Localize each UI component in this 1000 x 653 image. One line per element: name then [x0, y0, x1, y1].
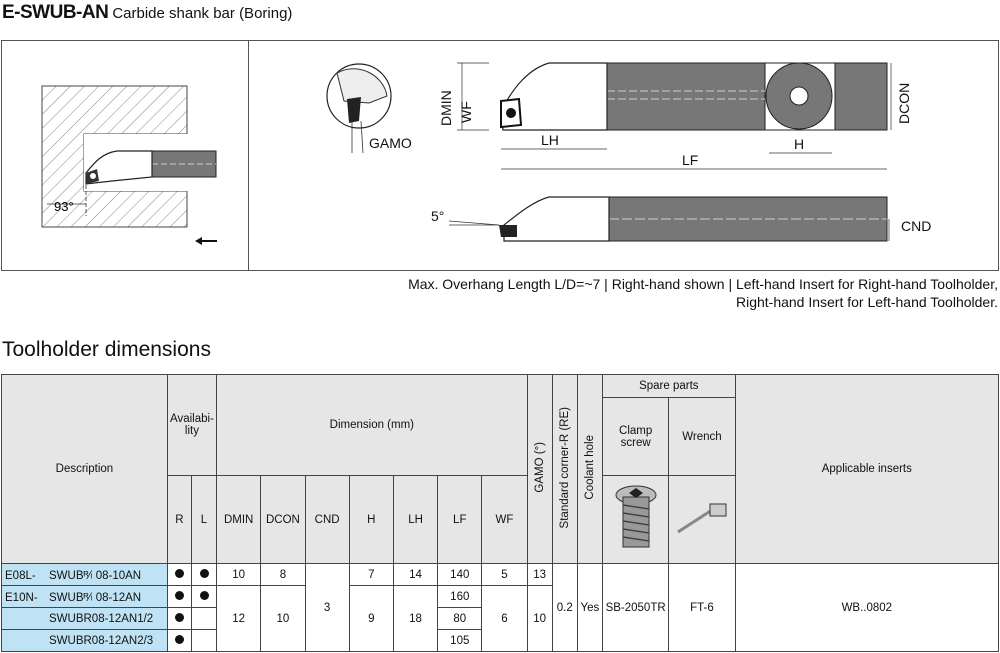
row-4-lf: 105 [437, 629, 483, 652]
gamo-label: GAMO [369, 135, 412, 151]
row-1-description: E08L-SWUBᴿ⁄ₗ 08-10AN [1, 563, 168, 586]
product-code: E-SWUB-AN [2, 2, 109, 23]
clamp-screw-image [601, 475, 670, 564]
row-2-dmin: 12 [216, 585, 262, 652]
header-inserts: Applicable inserts [734, 374, 1000, 564]
row-3-l [190, 607, 218, 630]
row-1-lf: 140 [437, 563, 483, 586]
header-dimension: Dimension (mm) [216, 374, 528, 476]
row-3-lf: 80 [437, 607, 483, 630]
header-lh: LH [392, 475, 439, 564]
header-availability: Availabi-lity [166, 374, 218, 476]
row-2-l [190, 585, 218, 608]
angle-label: 93° [54, 199, 74, 214]
row-1-dcon: 8 [260, 563, 306, 586]
header-h: H [348, 475, 394, 564]
cnd-label: CND [901, 218, 931, 234]
row-2-r [166, 585, 192, 608]
row-3-description: SWUBR08-12AN1/2 [1, 607, 168, 630]
wrench-value: FT-6 [668, 563, 736, 652]
row-1-lh: 14 [392, 563, 439, 586]
header-description: Description [1, 374, 168, 564]
header-cnd: CND [304, 475, 350, 564]
header-corner-r: Standard corner-R (RE) [551, 374, 578, 564]
dimension-drawing: GAMO DMIN WF [249, 41, 998, 270]
row-3-r [166, 607, 192, 630]
wrench-image [668, 475, 736, 564]
section-title: Toolholder dimensions [2, 338, 211, 361]
technical-drawing: 93° GAMO [1, 40, 999, 271]
row-2-dcon: 10 [260, 585, 306, 652]
boring-illustration: 93° [41, 85, 217, 245]
row-4-l [190, 629, 218, 652]
header-spare-parts: Spare parts [601, 374, 736, 398]
row-1-dmin: 10 [216, 563, 262, 586]
header-lf: LF [437, 475, 483, 564]
header-wrench: Wrench [668, 397, 736, 476]
product-subtitle: Carbide shank bar (Boring) [112, 5, 293, 22]
row-1-h: 7 [348, 563, 394, 586]
header-clamp: Clamp screw [601, 397, 670, 476]
header-wf: WF [481, 475, 528, 564]
toolholder-views: GAMO DMIN WF [326, 62, 931, 242]
header-coolant: Coolant hole [576, 374, 603, 564]
row-4-description: SWUBR08-12AN2/3 [1, 629, 168, 652]
lh-label: LH [541, 132, 559, 148]
header-dmin: DMIN [216, 475, 262, 564]
header-r: R [166, 475, 192, 564]
dmin-label: DMIN [438, 90, 454, 126]
cnd-value: 3 [304, 563, 350, 652]
dcon-label: DCON [896, 83, 912, 124]
dimensions-table: Description Availabi-lity Dimension (mm)… [1, 374, 1000, 652]
row-2-description: E10N-SWUBᴿ⁄ₗ 08-12AN [1, 585, 168, 608]
row-1-wf: 5 [481, 563, 528, 586]
angle5-label: 5° [431, 208, 444, 224]
row-4-r [166, 629, 192, 652]
lf-label: LF [682, 152, 698, 168]
inserts-value: WB..0802 [734, 563, 1000, 652]
h-label: H [794, 136, 804, 152]
row-1-gamo: 13 [526, 563, 553, 586]
wf-label: WF [458, 101, 474, 123]
wrench-icon [677, 503, 727, 534]
note-line-1: Max. Overhang Length L/D=~7 | Right-hand… [408, 276, 998, 292]
row-1-r [166, 563, 192, 586]
boring-diagram: 93° [2, 41, 249, 270]
header-l: L [190, 475, 218, 564]
clamp-screw-icon [615, 485, 657, 548]
note-line-2: Right-hand Insert for Left-hand Toolhold… [735, 294, 998, 310]
header-dcon: DCON [260, 475, 306, 564]
drawing-note: Max. Overhang Length L/D=~7 | Right-hand… [408, 275, 998, 311]
row-2-lf: 160 [437, 585, 483, 608]
coolant-value: Yes [576, 563, 603, 652]
feed-arrow-icon [195, 237, 202, 245]
header-gamo: GAMO (°) [526, 374, 553, 564]
row-2-lh: 18 [392, 585, 439, 652]
row-1-l [190, 563, 218, 586]
corner-r-value: 0.2 [551, 563, 578, 652]
clamp-screw-value: SB-2050TR [601, 563, 670, 652]
row-2-h: 9 [348, 585, 394, 652]
row-2-wf: 6 [481, 585, 528, 652]
row-2-gamo: 10 [526, 585, 553, 652]
